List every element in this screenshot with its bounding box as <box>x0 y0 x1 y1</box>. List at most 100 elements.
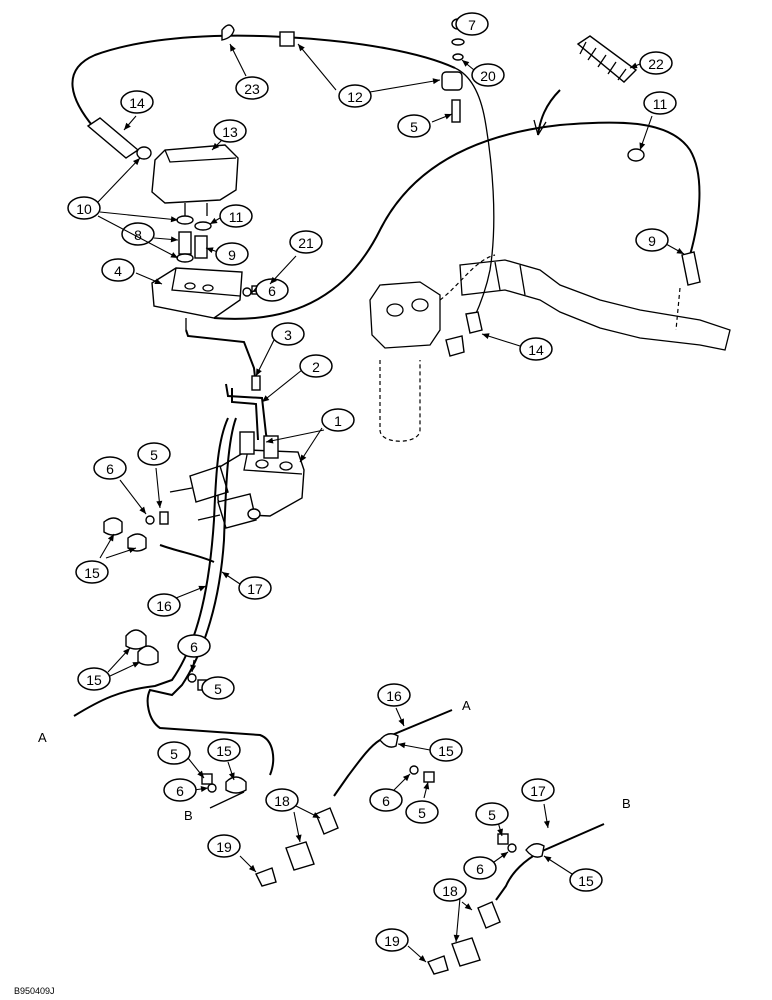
callout-arrowhead <box>170 236 178 243</box>
callout-number: 15 <box>86 672 102 688</box>
line-art <box>71 18 731 975</box>
bracket-4 <box>151 267 243 319</box>
washer-6-lower-left <box>207 783 217 793</box>
hose-end-14 <box>86 117 140 159</box>
callout-number: 15 <box>84 565 100 581</box>
callout-leader <box>99 211 179 221</box>
clamp-15-mid-right <box>379 733 399 748</box>
callout-5: 5 <box>397 113 453 138</box>
hose-end-14-right <box>465 311 483 334</box>
callout-leader <box>97 215 179 259</box>
callout-bubble <box>377 683 411 707</box>
callout-leader <box>261 369 303 403</box>
callout-arrowhead <box>248 864 256 872</box>
callout-arrowhead <box>544 856 552 863</box>
callout-bubble <box>215 242 249 266</box>
clamp-10-mid <box>176 215 194 225</box>
callout-arrowhead <box>676 247 684 254</box>
callout-leader <box>455 897 461 943</box>
callout-arrowhead <box>107 534 114 542</box>
figure-code: B950409J <box>14 986 55 996</box>
hose-11-long <box>213 121 701 320</box>
callout-arrowhead <box>230 44 236 52</box>
callout-arrowhead <box>266 437 274 444</box>
callout-bubble <box>271 322 305 346</box>
callout-11: 11 <box>209 204 253 228</box>
callout-bubble <box>369 788 403 812</box>
callout-number: 1 <box>334 413 342 429</box>
letter-label-a-left: A <box>38 730 47 745</box>
callout-bubble <box>163 778 197 802</box>
spring-22 <box>576 35 638 83</box>
callout-number: 11 <box>653 96 668 112</box>
clamp-11 <box>194 221 212 231</box>
boot-lower <box>217 493 257 529</box>
callout-number: 5 <box>214 681 222 697</box>
callout-bubble <box>397 114 431 138</box>
callout-bubble <box>101 258 135 282</box>
callout-7: 7 <box>455 12 489 36</box>
callout-arrowhead <box>482 333 490 339</box>
callout-arrowhead <box>453 934 460 942</box>
brake-line-3 <box>185 329 257 387</box>
callout-number: 6 <box>176 783 184 799</box>
callout-number: 12 <box>347 89 363 105</box>
callout-number: 16 <box>386 688 402 704</box>
callout-19: 19 <box>375 928 427 963</box>
fitting-19-low <box>427 955 449 975</box>
callout-20: 20 <box>461 59 505 87</box>
callout-arrowhead <box>444 113 452 120</box>
callout-number: 14 <box>528 342 544 358</box>
callout-3: 3 <box>255 322 305 377</box>
callout-number: 5 <box>488 807 496 823</box>
callout-14: 14 <box>481 333 553 361</box>
callout-arrowhead <box>543 820 550 828</box>
callout-5: 5 <box>157 741 205 779</box>
callout-17: 17 <box>221 571 272 600</box>
reservoir-hose-top <box>71 34 456 131</box>
callout-leader <box>369 79 441 93</box>
callout-22: 22 <box>629 51 673 75</box>
callout-number: 5 <box>410 119 418 135</box>
tube-9 <box>194 235 208 259</box>
callout-number: 10 <box>76 201 92 217</box>
callout-number: 6 <box>476 861 484 877</box>
callout-number: 19 <box>384 933 400 949</box>
callout-6: 6 <box>369 773 411 812</box>
callout-bubble <box>338 84 372 108</box>
callout-number: 20 <box>480 68 496 84</box>
callout-number: 15 <box>438 743 454 759</box>
reservoir-13 <box>151 144 239 204</box>
callout-bubble <box>207 834 241 858</box>
callout-arrowhead <box>170 216 178 223</box>
callout-arrowhead <box>398 742 406 749</box>
washer-6-left <box>145 515 155 525</box>
washer-6-top <box>451 38 465 46</box>
callout-arrowhead <box>123 648 130 656</box>
callout-bubble <box>121 222 155 246</box>
callout-arrowhead <box>639 142 646 150</box>
letter-label-b-right: B <box>622 796 631 811</box>
callout-arrowhead <box>300 454 307 462</box>
callout-number: 18 <box>274 793 290 809</box>
callout-bubble <box>321 408 355 432</box>
clamp-11-right <box>627 148 645 162</box>
clamp-10-top <box>136 146 152 160</box>
callout-bubble <box>405 800 439 824</box>
callout-arrowhead <box>497 828 503 836</box>
callout-number: 7 <box>468 17 476 33</box>
callout-leader <box>297 43 337 91</box>
callout-arrowhead <box>423 782 430 790</box>
callout-bubble <box>433 878 467 902</box>
callout-arrowhead <box>212 142 220 150</box>
callout-15: 15 <box>77 647 141 691</box>
clamp-15-mid-lower <box>137 645 159 666</box>
callout-8: 8 <box>121 222 179 246</box>
washer-6-mid <box>187 673 197 683</box>
callout-1: 1 <box>265 408 355 463</box>
callout-arrowhead <box>206 247 214 254</box>
callout-bubble <box>375 928 409 952</box>
reservoir-hose-top-2 <box>454 67 495 319</box>
callout-number: 17 <box>530 783 546 799</box>
